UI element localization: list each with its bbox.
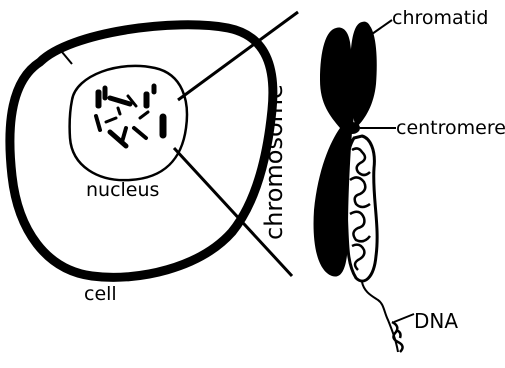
chromosome-mark [103,86,107,100]
right-chromatid-top [350,22,377,128]
chromosome-mark [110,98,130,104]
centromere [344,122,360,134]
label-chromatid: chromatid [392,7,488,29]
label-dna: DNA [414,309,458,333]
chromosome-mark [144,92,149,108]
chromosome-mark [118,108,120,114]
cell-membrane [10,25,273,278]
chromosome-mark [160,114,166,138]
cell-organelle-mark [62,52,72,64]
chromatin-texture [350,148,370,270]
label-chromosome: chromosome [260,84,288,240]
cell-group [10,25,273,278]
dna-strand [362,282,398,352]
chromosome-mark [134,128,146,138]
dna-leader [394,314,414,322]
chromatid-leader [372,20,392,34]
chromosome-mark [96,90,101,108]
nucleus-chromosomes [96,84,166,146]
chromosome-mark [106,118,116,122]
chromosome-mark [140,112,148,118]
nucleus-group [70,66,187,180]
label-nucleus: nucleus [86,179,159,201]
chromosome-mark [122,128,126,142]
label-cell: cell [84,283,117,305]
chromosome-mark [96,116,100,130]
nucleus-envelope [70,66,187,180]
label-centromere: centromere [396,117,505,139]
chromosome-figure [314,22,403,352]
chromosome-mark [152,84,156,94]
